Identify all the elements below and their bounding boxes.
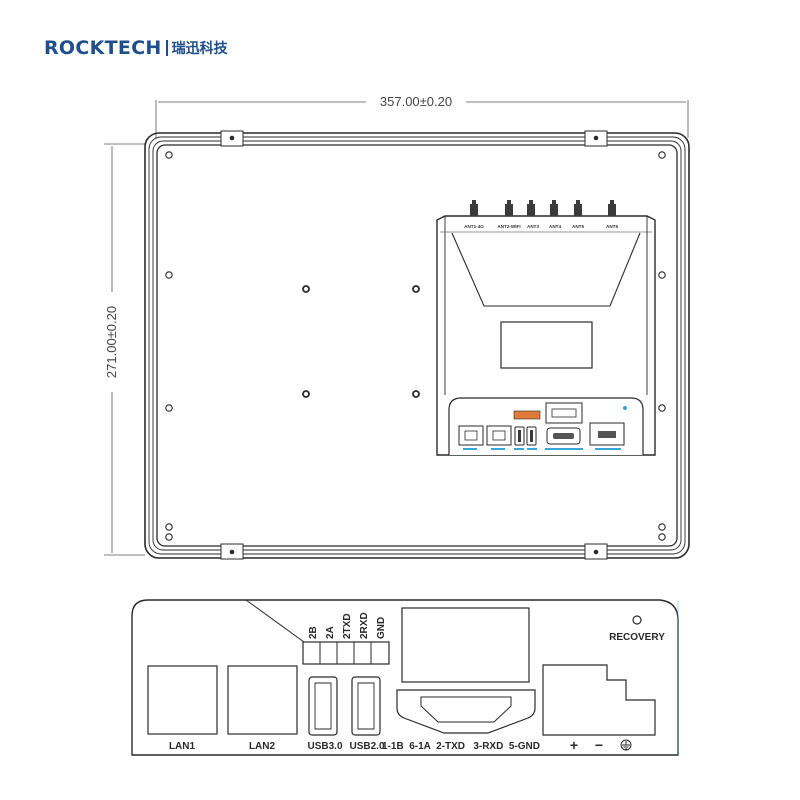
antenna-label-6: ANT6 — [606, 224, 618, 229]
ground-icon — [620, 739, 632, 751]
antenna-5 — [574, 200, 582, 216]
recovery-label: RECOVERY — [609, 632, 665, 643]
brand-logo: ROCKTECH 瑞迅科技 — [44, 36, 228, 60]
terminal-labels: 2B 2A 2TXD 2RXD GND — [308, 612, 387, 639]
brand-name-en: ROCKTECH — [44, 37, 162, 59]
antenna-1 — [470, 200, 478, 216]
recovery-button — [632, 615, 642, 625]
small-recovery — [623, 406, 627, 410]
height-dimension: 271.00±0.20 — [104, 143, 145, 556]
brand-name-cn: 瑞迅科技 — [171, 41, 228, 57]
antenna-label-5: ANT5 — [572, 224, 584, 229]
lan1-port — [147, 665, 218, 735]
sim-slot — [401, 607, 530, 683]
terminal-label-2a: 2A — [325, 626, 336, 639]
small-lan1 — [458, 425, 484, 446]
serial-pin-label: 1-1B 6-1A 2-TXD 3-RXD 5-GND — [382, 741, 540, 752]
antenna-6 — [608, 200, 616, 216]
antenna-labels: ANT1-4G ANT2-WIFI ANT3 ANT4 ANT5 ANT6 — [464, 224, 618, 229]
antenna-label-4: ANT4 — [549, 224, 561, 229]
antenna-label-2: ANT2-WIFI — [497, 224, 520, 229]
small-port-label-strip — [463, 448, 621, 450]
vesa-holes — [302, 285, 420, 398]
usb3-label: USB3.0 — [307, 741, 342, 752]
usb2-port — [351, 676, 381, 736]
small-lan2 — [486, 425, 512, 446]
frame-screws — [165, 151, 666, 541]
panel-frame — [144, 132, 690, 559]
brand-separator — [165, 40, 168, 56]
terminal-label-2txd: 2TXD — [342, 613, 353, 639]
power-connector — [542, 664, 656, 736]
label-plate — [500, 321, 593, 369]
antenna-4 — [550, 200, 558, 216]
terminal-block — [302, 641, 390, 665]
power-plus-label: + — [570, 737, 578, 753]
antenna-2 — [505, 200, 513, 216]
port-labels: LAN1 LAN2 USB3.0 USB2.0 1-1B 6-1A 2-TXD … — [169, 632, 665, 753]
antenna-label-3: ANT3 — [527, 224, 539, 229]
width-dimension: 357.00±0.20 — [155, 94, 689, 138]
clip-screws — [229, 135, 599, 555]
small-terminal — [513, 410, 541, 420]
serial-port — [396, 689, 536, 734]
width-dimension-label: 357.00±0.20 — [380, 94, 452, 109]
compute-io-small — [458, 402, 627, 450]
terminal-label-2rxd: 2RXD — [359, 612, 370, 639]
lan2-label: LAN2 — [249, 741, 276, 752]
lan2-port — [227, 665, 298, 735]
terminal-label-2b: 2B — [308, 626, 319, 639]
terminal-label-gnd: GND — [376, 617, 387, 639]
lan1-label: LAN1 — [169, 741, 196, 752]
height-dimension-label: 271.00±0.20 — [104, 306, 119, 378]
antenna-connectors — [470, 200, 616, 216]
io-panel: 2B 2A 2TXD 2RXD GND — [131, 599, 679, 756]
usb2-label: USB2.0 — [349, 741, 384, 752]
antenna-label-1: ANT1-4G — [464, 224, 484, 229]
usb3-port — [308, 676, 338, 736]
antenna-3 — [527, 200, 535, 216]
power-minus-label: − — [595, 737, 603, 753]
small-sim-slot — [545, 402, 583, 424]
